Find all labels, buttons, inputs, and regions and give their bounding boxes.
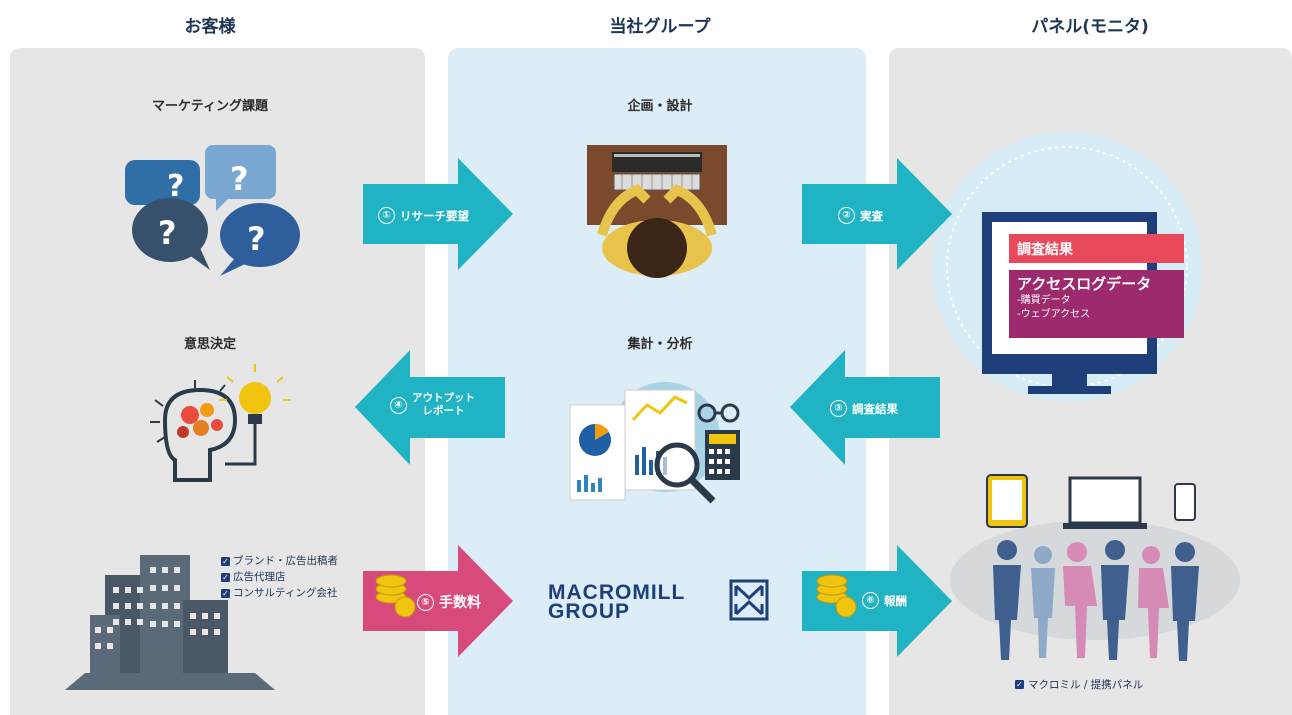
step-number: ④: [390, 396, 407, 414]
person-at-desk-icon: [587, 145, 727, 278]
reward-label: ⑥ 報酬: [862, 592, 907, 609]
list-item: ✓コンサルティング会社: [221, 585, 338, 601]
arrow-text: レポート: [422, 405, 465, 417]
logo-line-2: GROUP: [548, 600, 631, 623]
column-title-panel: パネル(モニタ): [1031, 17, 1149, 37]
survey-results-arrow: [790, 350, 940, 465]
panel-footer: ✓ マクロミル / 提携パネル: [1015, 677, 1143, 692]
fee-label: ⑤ 手数料: [417, 592, 481, 612]
arrow-text-block: アウトプット レポート: [412, 392, 475, 418]
access-log-title: アクセスログデータ: [1017, 275, 1152, 293]
brain-lightbulb-icon: [150, 364, 291, 482]
svg-text:?: ?: [167, 169, 184, 204]
arrow-text: 報酬: [884, 593, 907, 608]
column-title-group: 当社グループ: [609, 17, 711, 37]
logo-mark-icon: [729, 579, 769, 621]
customer-type-label: ブランド・広告出稿者: [233, 555, 338, 567]
arrow-text: 調査結果: [852, 401, 898, 416]
data-analysis-icon: [569, 382, 740, 504]
access-log-block: アクセスログデータ -購買データ -ウェブアクセス: [1009, 270, 1184, 338]
arrow-text: 手数料: [439, 595, 481, 611]
step-number: ③: [830, 400, 847, 417]
svg-text:?: ?: [230, 160, 249, 198]
step-number: ①: [378, 207, 395, 224]
monitor-circle-icon: [932, 132, 1202, 402]
survey-results-label: ③ 調査結果: [830, 400, 898, 417]
arrow-text: 実査: [860, 208, 883, 223]
step-number: ⑤: [417, 593, 434, 611]
svg-text:?: ?: [158, 214, 177, 252]
implement-arrow: [802, 158, 952, 270]
macromill-group-logo: MACROMILL GROUP: [548, 581, 686, 623]
checkbox-icon: ✓: [221, 588, 230, 598]
output-report-label: ④ アウトプット レポート: [390, 392, 475, 418]
svg-text:?: ?: [247, 220, 266, 258]
arrow-text: リサーチ要望: [400, 208, 469, 223]
office-buildings-icon: [65, 555, 275, 690]
implement-label: ② 実査: [838, 207, 883, 224]
logo-line-1: MACROMILL: [548, 581, 686, 604]
customer-type-label: コンサルティング会社: [233, 587, 338, 599]
output-report-arrow: [355, 350, 505, 465]
column-title-customer: お客様: [184, 17, 236, 37]
marketing-issue-label: マーケティング課題: [152, 99, 268, 114]
customer-type-label: 広告代理店: [233, 571, 286, 583]
panel-footer-label: マクロミル / 提携パネル: [1028, 679, 1144, 691]
arrow-text: アウトプット: [412, 392, 475, 404]
access-log-item: -ウェブアクセス: [1017, 309, 1091, 320]
planning-label: 企画・設計: [627, 99, 693, 114]
decision-label: 意思決定: [183, 337, 236, 352]
analysis-label: 集計・分析: [627, 337, 693, 352]
question-bubbles-icon: ? ? ? ?: [125, 145, 300, 276]
step-number: ⑥: [862, 592, 879, 609]
research-request-arrow: [363, 158, 513, 270]
checkbox-icon: ✓: [1015, 680, 1024, 689]
research-request-label: ① リサーチ要望: [378, 207, 469, 224]
panel-people-icon: [950, 474, 1240, 661]
customer-type-list: ✓ブランド・広告出稿者 ✓広告代理店 ✓コンサルティング会社: [221, 553, 338, 601]
list-item: ✓ブランド・広告出稿者: [221, 553, 338, 569]
access-log-item: -購買データ: [1017, 295, 1071, 306]
list-item: ✓広告代理店: [221, 569, 338, 585]
checkbox-icon: ✓: [221, 556, 230, 566]
checkbox-icon: ✓: [221, 572, 230, 582]
step-number: ②: [838, 207, 855, 224]
survey-result-block: 調査結果: [1009, 234, 1184, 263]
fee-arrow: [363, 545, 513, 657]
